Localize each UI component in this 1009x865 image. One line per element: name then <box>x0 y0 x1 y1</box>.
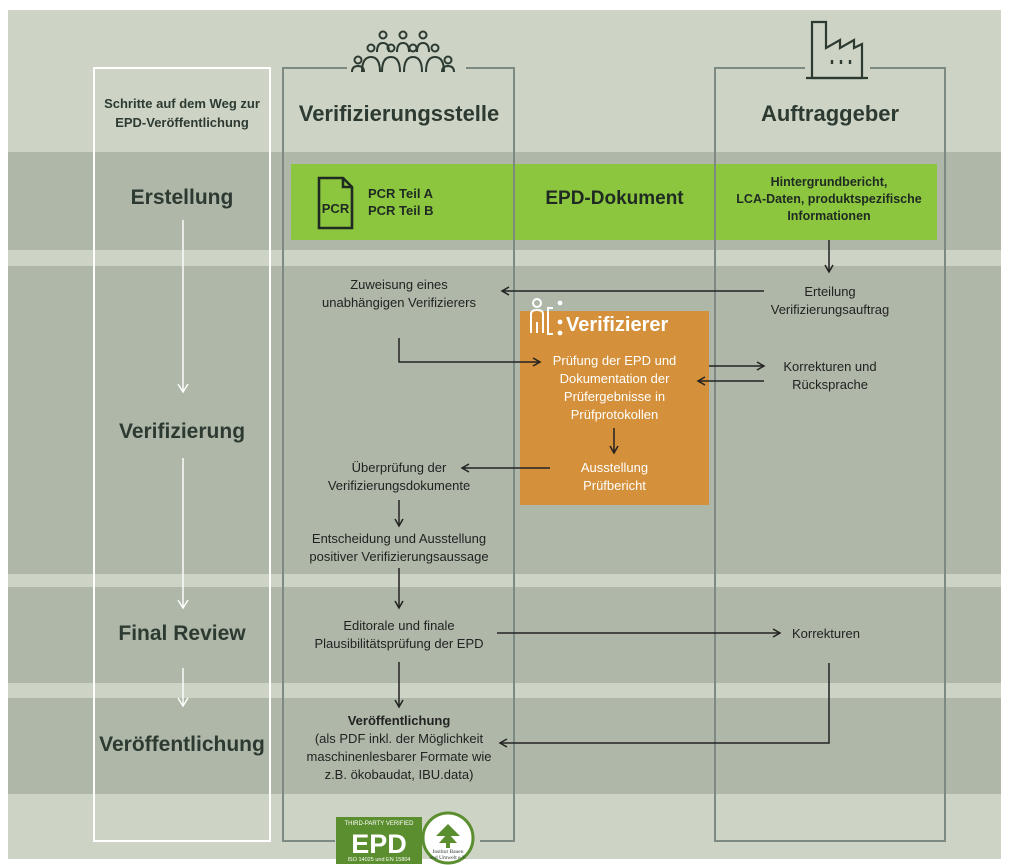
stage-label-veroeffentlichung: Veröffentlichung <box>99 733 265 756</box>
zuweisung-line-2: unabhängigen Verifizierers <box>322 295 476 310</box>
factory-icon <box>806 20 868 80</box>
pruefung-line-4: Prüfprotokollen <box>570 407 659 422</box>
seal-tree-icon <box>436 824 460 836</box>
zuweisung-text: Zuweisung eines unabhängigen Verifiziere… <box>283 276 515 312</box>
ausstellung-line-2: Prüfbericht <box>583 478 646 493</box>
pcr-part-b: PCR Teil B <box>368 203 434 218</box>
arrow-korrekturen-to-veroeffentlichung <box>498 663 830 748</box>
erstellung-green-box <box>291 164 937 240</box>
korrekturen-text: Korrekturen <box>792 626 860 641</box>
editorial-text: Editorale und finale Plausibilitätsprüfu… <box>283 617 515 653</box>
band-footer <box>8 794 1001 859</box>
badge-green-block <box>336 817 422 864</box>
stage-label-erstellung: Erstellung <box>130 186 234 209</box>
left-heading-line-1: Schritte auf dem Weg zur <box>104 96 260 111</box>
entscheidung-line-2: positiver Verifizierungsaussage <box>309 549 489 564</box>
client-docs-line-3: Informationen <box>787 209 871 223</box>
editorial-line-2: Plausibilitätsprüfung der EPD <box>314 636 484 651</box>
people-group-icon <box>351 30 455 73</box>
veroeffentlichung-line-2: maschinenlesbarer Formate wie <box>306 749 492 764</box>
pcr-icon-text: PCR <box>322 201 350 216</box>
client-docs-line-2: LCA-Daten, produktspezifische <box>736 192 922 206</box>
verifier-person-icon <box>530 298 563 336</box>
korrekturen-rueck-line-1: Korrekturen und <box>783 359 877 374</box>
left-column-frame <box>93 67 271 842</box>
band-gap-3 <box>8 683 1001 698</box>
band-verifizierung <box>8 266 1001 574</box>
client-documents: Hintergrundbericht, LCA-Daten, produktsp… <box>712 174 946 225</box>
zuweisung-line-1: Zuweisung eines <box>350 277 448 292</box>
badge-epd-text: EPD <box>351 829 407 859</box>
center-column-frame <box>282 67 515 842</box>
pcr-parts: PCR Teil A PCR Teil B <box>368 185 434 219</box>
left-heading-line-2: EPD-Veröffentlichung <box>115 115 249 130</box>
pruefung-text: Prüfung der EPD und Dokumentation der Pr… <box>520 352 709 424</box>
left-column-heading: Schritte auf dem Weg zur EPD-Veröffentli… <box>96 94 268 132</box>
entscheidung-line-1: Entscheidung und Ausstellung <box>311 531 487 546</box>
ueberpruefung-line-2: Verifizierungsdokumente <box>327 478 471 493</box>
seal-text-2: und Umwelt e.V. <box>429 855 467 861</box>
veroeffentlichung-text: Veröffentlichung (als PDF inkl. der Mögl… <box>283 712 515 784</box>
erteilung-line-1: Erteilung <box>804 284 856 299</box>
badge-top-text: THIRD-PARTY VERIFIED <box>344 821 414 827</box>
badge-bottom-text: ISO 14025 und EN 15804 <box>348 857 411 863</box>
band-gap-2 <box>8 574 1001 587</box>
stage-label-verifizierung: Verifizierung <box>118 420 246 443</box>
verifier-title: Verifizierer <box>566 314 669 336</box>
right-column-frame <box>714 67 946 842</box>
editorial-line-1: Editorale und finale <box>343 618 455 633</box>
veroeffentlichung-line-3: z.B. ökobaudat, IBU.data) <box>324 767 474 782</box>
erteilung-text: Erteilung Verifizierungsauftrag <box>715 283 945 319</box>
stage-label-final-review: Final Review <box>118 622 246 645</box>
client-docs-line-1: Hintergrundbericht, <box>770 175 888 189</box>
pruefung-line-2: Dokumentation der <box>559 371 670 386</box>
ausstellung-line-1: Ausstellung <box>580 460 649 475</box>
veroeffentlichung-title: Veröffentlichung <box>347 713 451 728</box>
epd-document-label: EPD-Dokument <box>545 188 684 209</box>
center-column-heading: Verifizierungsstelle <box>298 101 500 126</box>
band-gap-1 <box>8 250 1001 266</box>
right-column-heading: Auftraggeber <box>760 101 900 126</box>
band-header <box>8 10 1001 152</box>
pcr-part-a: PCR Teil A <box>368 186 434 201</box>
arrow-zuweisung-to-pruefung <box>398 338 542 367</box>
band-final-review <box>8 587 1001 683</box>
epd-verified-badge <box>336 811 475 865</box>
erteilung-line-2: Verifizierungsauftrag <box>770 302 890 317</box>
ueberpruefung-line-1: Überprüfung der <box>351 460 447 475</box>
veroeffentlichung-line-1: (als PDF inkl. der Möglichkeit <box>314 731 484 746</box>
pruefung-line-1: Prüfung der EPD und <box>552 353 677 368</box>
ausstellung-text: Ausstellung Prüfbericht <box>520 459 709 495</box>
entscheidung-text: Entscheidung und Ausstellung positiver V… <box>283 530 515 566</box>
seal-text-1: Institut Bauen <box>432 849 463 855</box>
korrekturen-rueck-line-2: Rücksprache <box>792 377 868 392</box>
pcr-document-icon <box>317 176 354 230</box>
verifier-orange-box <box>520 311 709 505</box>
korrekturen-ruecksprache-text: Korrekturen und Rücksprache <box>715 358 945 394</box>
ueberpruefung-text: Überprüfung der Verifizierungsdokumente <box>283 459 515 495</box>
pruefung-line-3: Prüfergebnisse in <box>563 389 666 404</box>
